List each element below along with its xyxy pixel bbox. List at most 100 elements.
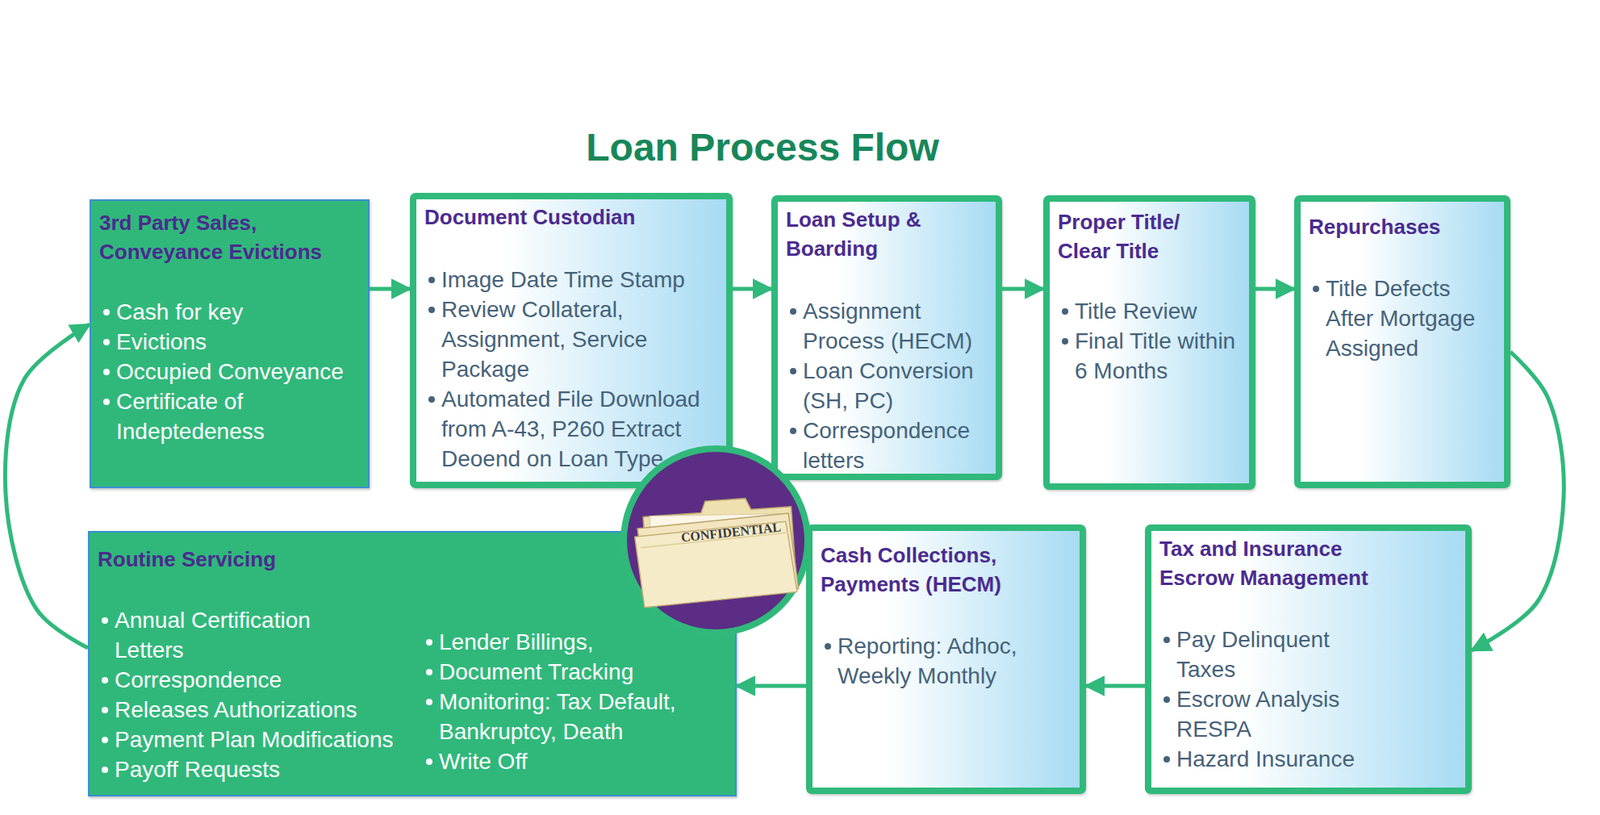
- bullet-text: Document Tracking: [438, 656, 689, 687]
- flow-arrow: [1086, 684, 1145, 689]
- bullet-list: Title Defects After Mortgage Assigned: [1308, 273, 1496, 364]
- bullet-list: Assignment Process (HECM)Loan Conversion…: [785, 296, 988, 476]
- bullet-dot: [428, 276, 435, 284]
- bullet-item: Reporting: Adhoc, Weekly Monthly: [820, 630, 1072, 691]
- bullet-dot: [428, 306, 435, 314]
- bullet-item: Write Off: [421, 746, 689, 777]
- bullet-text: Write Off: [438, 746, 689, 777]
- flow-arrow: [1002, 287, 1044, 292]
- bullet-item: Document Tracking: [421, 656, 689, 687]
- bullet-text: Lender Billings,: [438, 626, 689, 657]
- bullet-text: Evictions: [116, 326, 360, 357]
- bullet-item: Monitoring: Tax Default, Bankruptcy, Dea…: [421, 686, 689, 747]
- bullet-item: Payoff Requests: [97, 754, 405, 785]
- flow-arrow: [369, 287, 410, 292]
- bullet-text: Certificate of Indeptedeness: [116, 386, 360, 447]
- flow-arrow: [736, 684, 807, 689]
- flow-arrow: [1471, 351, 1564, 651]
- folder-stack: [632, 495, 799, 609]
- process-box: Proper Title/ Clear TitleTitle ReviewFin…: [1043, 195, 1256, 490]
- bullet-list: Pay Delinquent TaxesEscrow Analysis RESP…: [1159, 624, 1458, 774]
- flow-arrow: [4, 324, 90, 648]
- bullet-item: Annual Certification Letters: [97, 605, 405, 665]
- bullet-text: Final Title within 6 Months: [1074, 325, 1241, 386]
- bullet-text: Image Date Time Stamp: [441, 264, 719, 295]
- bullet-item: Assignment Process (HECM): [785, 296, 988, 356]
- bullet-text: Assignment Process (HECM): [802, 296, 988, 356]
- flow-arrow: [1255, 287, 1295, 292]
- bullet-item: Escrow Analysis RESPA: [1159, 684, 1458, 744]
- bullet-text: Cash for key: [116, 296, 360, 327]
- bullet-text: Occupied Conveyance: [116, 356, 360, 387]
- bullet-list: Lender Billings,Document TrackingMonitor…: [421, 626, 689, 777]
- bullet-dot: [101, 706, 109, 714]
- box-heading: Loan Setup & Boarding: [785, 204, 988, 264]
- bullet-dot: [103, 338, 110, 346]
- bullet-text: Payoff Requests: [114, 754, 405, 785]
- bullet-dot: [426, 639, 433, 646]
- bullet-item: Correspondence letters: [785, 415, 988, 476]
- bullet-item: Correspondence: [97, 664, 405, 695]
- bullet-list: Annual Certification LettersCorresponden…: [97, 605, 405, 785]
- process-box: RepurchasesTitle Defects After Mortgage …: [1294, 195, 1511, 489]
- bullet-list: Reporting: Adhoc, Weekly Monthly: [820, 630, 1072, 691]
- folder-stamp: CONFIDENTIAL: [680, 520, 782, 546]
- process-box: Loan Setup & BoardingAssignment Process …: [771, 195, 1003, 481]
- box-heading: Proper Title/ Clear Title: [1057, 207, 1220, 266]
- bullet-dot: [1061, 338, 1069, 345]
- bullet-item: Title Defects After Mortgage Assigned: [1308, 273, 1496, 364]
- bullet-list: Image Date Time StampReview Collateral, …: [424, 264, 719, 474]
- bullet-text: Review Collateral, Assignment, Service P…: [441, 294, 719, 385]
- bullet-text: Hazard Insurance: [1176, 743, 1387, 774]
- bullet-dot: [789, 427, 797, 435]
- bullet-item: Hazard Insurance: [1159, 743, 1458, 774]
- bullet-text: Correspondence: [114, 664, 405, 695]
- bullet-item: Cash for key: [99, 296, 360, 327]
- bullet-text: Releases Authorizations: [114, 694, 405, 725]
- bullet-text: Payment Plan Modifications: [114, 724, 405, 755]
- bullet-dot: [1312, 285, 1320, 293]
- box-heading: Tax and Insurance Escrow Management: [1159, 534, 1402, 593]
- box-heading: Repurchases: [1308, 212, 1496, 242]
- bullet-text: Monitoring: Tax Default, Bankruptcy, Dea…: [438, 686, 689, 747]
- process-box-filled: 3rd Party Sales, Conveyance EvictionsCas…: [89, 199, 370, 489]
- bullet-text: Pay Delinquent Taxes: [1176, 624, 1387, 685]
- bullet-dot: [428, 396, 435, 403]
- bullet-dot: [103, 398, 110, 406]
- badge-circle: [623, 448, 808, 633]
- bullet-item: Final Title within 6 Months: [1057, 325, 1241, 386]
- bullet-item: Releases Authorizations: [97, 694, 405, 725]
- bullet-text: Correspondence letters: [802, 415, 988, 476]
- bullet-text: Loan Conversion (SH, PC): [802, 355, 988, 416]
- bullet-dot: [1061, 308, 1069, 315]
- bullet-item: Payment Plan Modifications: [97, 724, 405, 755]
- bullet-dot: [426, 698, 433, 706]
- bullet-item: Occupied Conveyance: [99, 356, 360, 387]
- bullet-dot: [103, 368, 110, 376]
- bullet-text: Annual Certification Letters: [114, 605, 349, 665]
- bullet-text: Reporting: Adhoc, Weekly Monthly: [837, 630, 1072, 691]
- process-box: Document CustodianImage Date Time StampR…: [409, 192, 733, 489]
- box-heading: 3rd Party Sales, Conveyance Evictions: [99, 208, 360, 267]
- diagram-title: Loan Process Flow: [359, 123, 1166, 172]
- bullet-dot: [101, 617, 109, 624]
- bullet-dot: [789, 308, 797, 315]
- bullet-dot: [426, 668, 433, 676]
- bullet-item: Pay Delinquent Taxes: [1159, 624, 1458, 685]
- bullet-dot: [824, 643, 832, 650]
- bullet-item: Evictions: [99, 326, 360, 357]
- bullet-dot: [1163, 756, 1170, 763]
- flow-arrow: [732, 287, 772, 292]
- bullet-dot: [426, 758, 433, 765]
- bullet-dot: [101, 736, 109, 744]
- process-box: Tax and Insurance Escrow ManagementPay D…: [1144, 524, 1472, 794]
- bullet-dot: [789, 367, 797, 375]
- bullet-text: Escrow Analysis RESPA: [1176, 684, 1387, 744]
- bullet-text: Title Review: [1074, 296, 1241, 326]
- bullet-item: Lender Billings,: [421, 626, 689, 657]
- box-heading: Document Custodian: [424, 202, 719, 232]
